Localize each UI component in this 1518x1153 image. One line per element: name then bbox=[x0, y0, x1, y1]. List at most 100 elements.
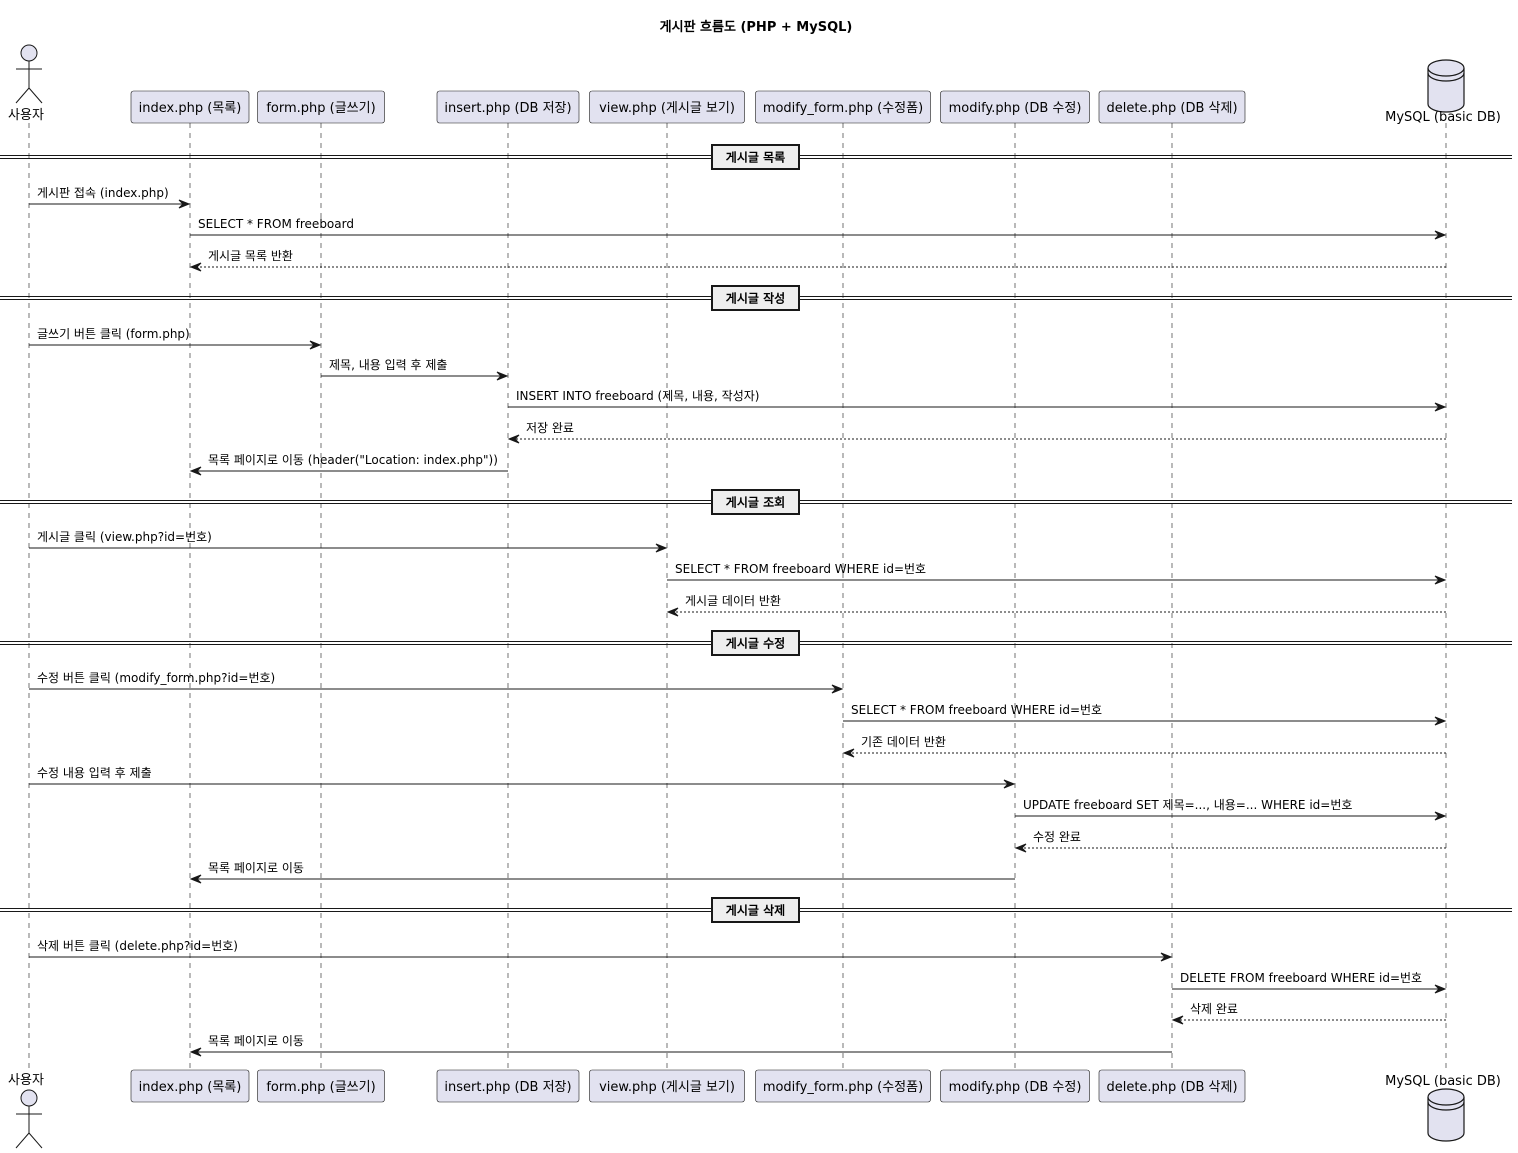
message-label: 게시글 목록 반환 bbox=[208, 249, 293, 263]
participant-delete-top: delete.php (DB 삭제) bbox=[1098, 90, 1246, 124]
participant-box bbox=[130, 90, 250, 124]
participant-label: MySQL (basic DB) bbox=[1385, 1074, 1501, 1089]
arrowhead-icon bbox=[189, 1047, 202, 1057]
participant-label: index.php (목록) bbox=[139, 101, 242, 116]
message: SELECT * FROM freeboard bbox=[190, 217, 1447, 240]
message-label: 제목, 내용 입력 후 제출 bbox=[329, 358, 447, 372]
participant-label: modify.php (DB 수정) bbox=[949, 101, 1082, 116]
participant-label: delete.php (DB 삭제) bbox=[1106, 1080, 1237, 1095]
participant-label: 사용자 bbox=[8, 1073, 44, 1088]
arrowhead-icon bbox=[666, 607, 679, 617]
database-icon bbox=[1427, 59, 1465, 113]
message: SELECT * FROM freeboard WHERE id=번호 bbox=[843, 703, 1447, 726]
participant-label: MySQL (basic DB) bbox=[1385, 110, 1501, 125]
message-label: 게시글 클릭 (view.php?id=번호) bbox=[37, 530, 212, 544]
arrowhead-icon bbox=[507, 434, 520, 444]
section-label: 게시글 삭제 bbox=[726, 903, 785, 918]
message: 기존 데이터 반환 bbox=[842, 735, 1446, 758]
message: 게시글 데이터 반환 bbox=[666, 594, 1446, 617]
message-label: 저장 완료 bbox=[526, 421, 574, 435]
arrowhead-icon bbox=[831, 684, 844, 694]
message: 게시글 목록 반환 bbox=[189, 249, 1446, 272]
message-label: 삭제 버튼 클릭 (delete.php?id=번호) bbox=[37, 939, 238, 953]
section-divider: 게시글 작성 bbox=[0, 285, 1512, 311]
message-label: UPDATE freeboard SET 제목=..., 내용=... WHER… bbox=[1023, 798, 1352, 812]
participant-label: form.php (글쓰기) bbox=[266, 101, 375, 116]
participant-index-top: index.php (목록) bbox=[130, 90, 250, 124]
message-label: 수정 버튼 클릭 (modify_form.php?id=번호) bbox=[37, 671, 275, 685]
participant-box bbox=[589, 1069, 745, 1103]
message: 수정 버튼 클릭 (modify_form.php?id=번호) bbox=[29, 671, 844, 694]
actor-icon bbox=[15, 1089, 43, 1149]
message-label: DELETE FROM freeboard WHERE id=번호 bbox=[1180, 971, 1422, 985]
arrowhead-icon bbox=[1171, 1015, 1184, 1025]
arrowhead-icon bbox=[309, 340, 322, 350]
lifelines bbox=[28, 123, 1447, 1070]
participant-label: form.php (글쓰기) bbox=[266, 1080, 375, 1095]
messages: 게시판 접속 (index.php) SELECT * FROM freeboar… bbox=[29, 186, 1447, 1057]
message-label: 글쓰기 버튼 클릭 (form.php) bbox=[37, 327, 190, 341]
section-label-box bbox=[711, 144, 800, 170]
arrowhead-icon bbox=[1434, 716, 1447, 726]
section-label: 게시글 목록 bbox=[726, 150, 785, 165]
message-label: 목록 페이지로 이동 bbox=[208, 1034, 304, 1048]
message: 목록 페이지로 이동 bbox=[189, 861, 1015, 884]
participant-box bbox=[755, 90, 931, 124]
participant-box bbox=[940, 1069, 1090, 1103]
participant-view-top: view.php (게시글 보기) bbox=[589, 90, 745, 124]
section-divider: 게시글 조회 bbox=[0, 489, 1512, 515]
participant-box bbox=[436, 90, 580, 124]
message-label: 수정 완료 bbox=[1033, 830, 1081, 844]
participant-user-top: 사용자 bbox=[8, 44, 44, 123]
message: 게시판 접속 (index.php) bbox=[29, 186, 191, 209]
participant-box bbox=[589, 90, 745, 124]
arrowhead-icon bbox=[178, 199, 191, 209]
message: 수정 내용 입력 후 제출 bbox=[29, 766, 1016, 789]
participant-db-bottom: MySQL (basic DB) bbox=[1385, 1074, 1501, 1142]
diagram-title: 게시판 흐름도 (PHP + MySQL) bbox=[660, 19, 853, 35]
participant-box bbox=[130, 1069, 250, 1103]
message: 수정 완료 bbox=[1014, 830, 1446, 853]
message-label: 게시글 데이터 반환 bbox=[685, 594, 781, 608]
participant-label: modify_form.php (수정폼) bbox=[763, 101, 923, 116]
arrowhead-icon bbox=[1014, 843, 1027, 853]
message: 목록 페이지로 이동 bbox=[189, 1034, 1172, 1057]
message-label: 게시판 접속 (index.php) bbox=[37, 186, 169, 200]
participant-label: 사용자 bbox=[8, 108, 44, 123]
participant-box bbox=[1098, 90, 1246, 124]
participant-label: insert.php (DB 저장) bbox=[444, 1080, 571, 1095]
participant-delete-bottom: delete.php (DB 삭제) bbox=[1098, 1069, 1246, 1103]
participant-insert-top: insert.php (DB 저장) bbox=[436, 90, 580, 124]
actor-icon bbox=[15, 44, 43, 104]
message-label: SELECT * FROM freeboard bbox=[198, 217, 354, 231]
participant-insert-bottom: insert.php (DB 저장) bbox=[436, 1069, 580, 1103]
message-label: 수정 내용 입력 후 제출 bbox=[37, 766, 152, 780]
database-icon bbox=[1427, 1088, 1465, 1142]
message: 목록 페이지로 이동 (header("Location: index.php"… bbox=[189, 453, 508, 476]
section-divider: 게시글 수정 bbox=[0, 630, 1512, 656]
arrowhead-icon bbox=[1434, 575, 1447, 585]
participant-view-bottom: view.php (게시글 보기) bbox=[589, 1069, 745, 1103]
participant-label: view.php (게시글 보기) bbox=[599, 1080, 735, 1095]
participant-box bbox=[257, 90, 385, 124]
arrowhead-icon bbox=[1434, 811, 1447, 821]
participant-modify-form-bottom: modify_form.php (수정폼) bbox=[755, 1069, 931, 1103]
arrowhead-icon bbox=[189, 466, 202, 476]
section-divider: 게시글 삭제 bbox=[0, 897, 1512, 923]
section-label-box bbox=[711, 630, 800, 656]
message: 삭제 버튼 클릭 (delete.php?id=번호) bbox=[29, 939, 1173, 962]
message-label: 삭제 완료 bbox=[1190, 1002, 1238, 1016]
message-label: SELECT * FROM freeboard WHERE id=번호 bbox=[851, 703, 1102, 717]
arrowhead-icon bbox=[1434, 402, 1447, 412]
arrowhead-icon bbox=[1434, 230, 1447, 240]
arrowhead-icon bbox=[496, 371, 509, 381]
participant-label: delete.php (DB 삭제) bbox=[1106, 101, 1237, 116]
arrowhead-icon bbox=[842, 748, 855, 758]
arrowhead-icon bbox=[189, 874, 202, 884]
participant-label: insert.php (DB 저장) bbox=[444, 101, 571, 116]
participant-box bbox=[257, 1069, 385, 1103]
message-label: 목록 페이지로 이동 bbox=[208, 861, 304, 875]
message: 게시글 클릭 (view.php?id=번호) bbox=[29, 530, 668, 553]
